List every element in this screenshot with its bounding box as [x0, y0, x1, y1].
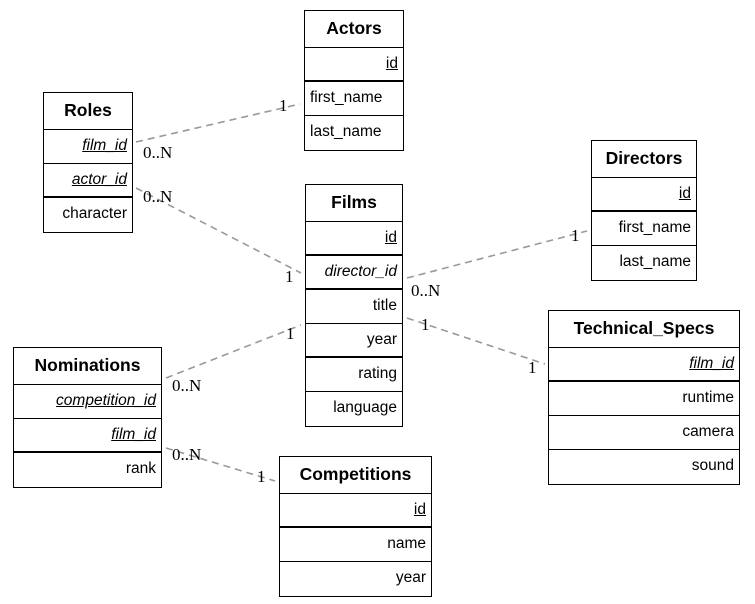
- entity-title-directors: Directors: [592, 141, 696, 178]
- attribute-films-title[interactable]: title: [306, 290, 402, 324]
- attribute-label: rating: [358, 365, 397, 382]
- attribute-label: film_id: [82, 137, 127, 154]
- attribute-label: first_name: [618, 219, 691, 236]
- attribute-label: id: [678, 185, 691, 202]
- cardinality-label-nominations-competitions-from: 0..N: [172, 445, 202, 464]
- attribute-actors-first_name[interactable]: first_name: [305, 82, 403, 116]
- entity-title-technical_specs: Technical_Specs: [549, 311, 739, 348]
- attribute-label: film_id: [111, 426, 156, 443]
- cardinality-label-roles-actors-from: 0..N: [143, 143, 173, 162]
- attribute-actors-last_name[interactable]: last_name: [305, 116, 403, 150]
- attribute-competitions-name[interactable]: name: [280, 528, 431, 562]
- cardinality-label-nominations-films-from: 0..N: [172, 376, 202, 395]
- attribute-nominations-competition_id[interactable]: competition_id: [14, 385, 161, 419]
- entity-competitions[interactable]: Competitions id name year: [279, 456, 432, 597]
- attribute-films-director_id[interactable]: director_id: [306, 256, 402, 290]
- attribute-directors-first_name[interactable]: first_name: [592, 212, 696, 246]
- attribute-label: film_id: [689, 355, 734, 372]
- attribute-label: first_name: [310, 89, 383, 106]
- attribute-roles-character[interactable]: character: [44, 198, 132, 232]
- attribute-films-id[interactable]: id: [306, 222, 402, 256]
- relationship-edge-nominations-films[interactable]: [165, 324, 302, 379]
- cardinality-label-nominations-competitions-to: 1: [257, 467, 266, 486]
- attribute-label: id: [385, 55, 398, 72]
- attribute-actors-id[interactable]: id: [305, 48, 403, 82]
- attribute-label: character: [62, 205, 127, 222]
- attribute-technical_specs-camera[interactable]: camera: [549, 416, 739, 450]
- entity-title-roles: Roles: [44, 93, 132, 130]
- cardinality-label-roles-actors-to: 1: [279, 96, 288, 115]
- entity-roles[interactable]: Roles film_id actor_id character: [43, 92, 133, 233]
- attribute-technical_specs-runtime[interactable]: runtime: [549, 382, 739, 416]
- attribute-label: name: [387, 535, 426, 552]
- cardinality-label-films-specs-from: 1: [421, 315, 430, 334]
- attribute-label: actor_id: [71, 171, 127, 188]
- attribute-technical_specs-film_id[interactable]: film_id: [549, 348, 739, 382]
- cardinality-label-films-specs-to: 1: [528, 358, 537, 377]
- cardinality-label-roles-films-from: 0..N: [143, 187, 173, 206]
- attribute-label: last_name: [310, 123, 382, 140]
- cardinality-label-nominations-films-to: 1: [286, 324, 295, 343]
- attribute-label: rank: [125, 460, 156, 477]
- attribute-label: id: [384, 229, 397, 246]
- attribute-competitions-id[interactable]: id: [280, 494, 431, 528]
- attribute-roles-film_id[interactable]: film_id: [44, 130, 132, 164]
- attribute-label: year: [395, 569, 426, 586]
- attribute-nominations-film_id[interactable]: film_id: [14, 419, 161, 453]
- attribute-label: competition_id: [56, 392, 156, 409]
- attribute-films-rating[interactable]: rating: [306, 358, 402, 392]
- attribute-label: last_name: [619, 253, 691, 270]
- entity-title-films: Films: [306, 185, 402, 222]
- attribute-label: sound: [691, 457, 734, 474]
- attribute-label: camera: [682, 423, 734, 440]
- attribute-directors-last_name[interactable]: last_name: [592, 246, 696, 280]
- relationship-edge-films-directors[interactable]: [406, 230, 588, 279]
- entity-title-nominations: Nominations: [14, 348, 161, 385]
- entity-title-actors: Actors: [305, 11, 403, 48]
- cardinality-label-films-directors-from: 0..N: [411, 281, 441, 300]
- cardinality-label-roles-films-to: 1: [285, 267, 294, 286]
- attribute-label: language: [333, 399, 397, 416]
- entity-title-competitions: Competitions: [280, 457, 431, 494]
- attribute-label: id: [413, 501, 426, 518]
- attribute-films-year[interactable]: year: [306, 324, 402, 358]
- attribute-technical_specs-sound[interactable]: sound: [549, 450, 739, 484]
- attribute-competitions-year[interactable]: year: [280, 562, 431, 596]
- attribute-label: runtime: [682, 389, 734, 406]
- cardinality-label-films-directors-to: 1: [571, 226, 580, 245]
- attribute-directors-id[interactable]: id: [592, 178, 696, 212]
- attribute-films-language[interactable]: language: [306, 392, 402, 426]
- entity-directors[interactable]: Directors id first_name last_name: [591, 140, 697, 281]
- attribute-label: director_id: [324, 263, 397, 280]
- attribute-label: title: [372, 297, 397, 314]
- attribute-roles-actor_id[interactable]: actor_id: [44, 164, 132, 198]
- attribute-label: year: [366, 331, 397, 348]
- relationship-edge-roles-actors[interactable]: [135, 103, 301, 143]
- attribute-nominations-rank[interactable]: rank: [14, 453, 161, 487]
